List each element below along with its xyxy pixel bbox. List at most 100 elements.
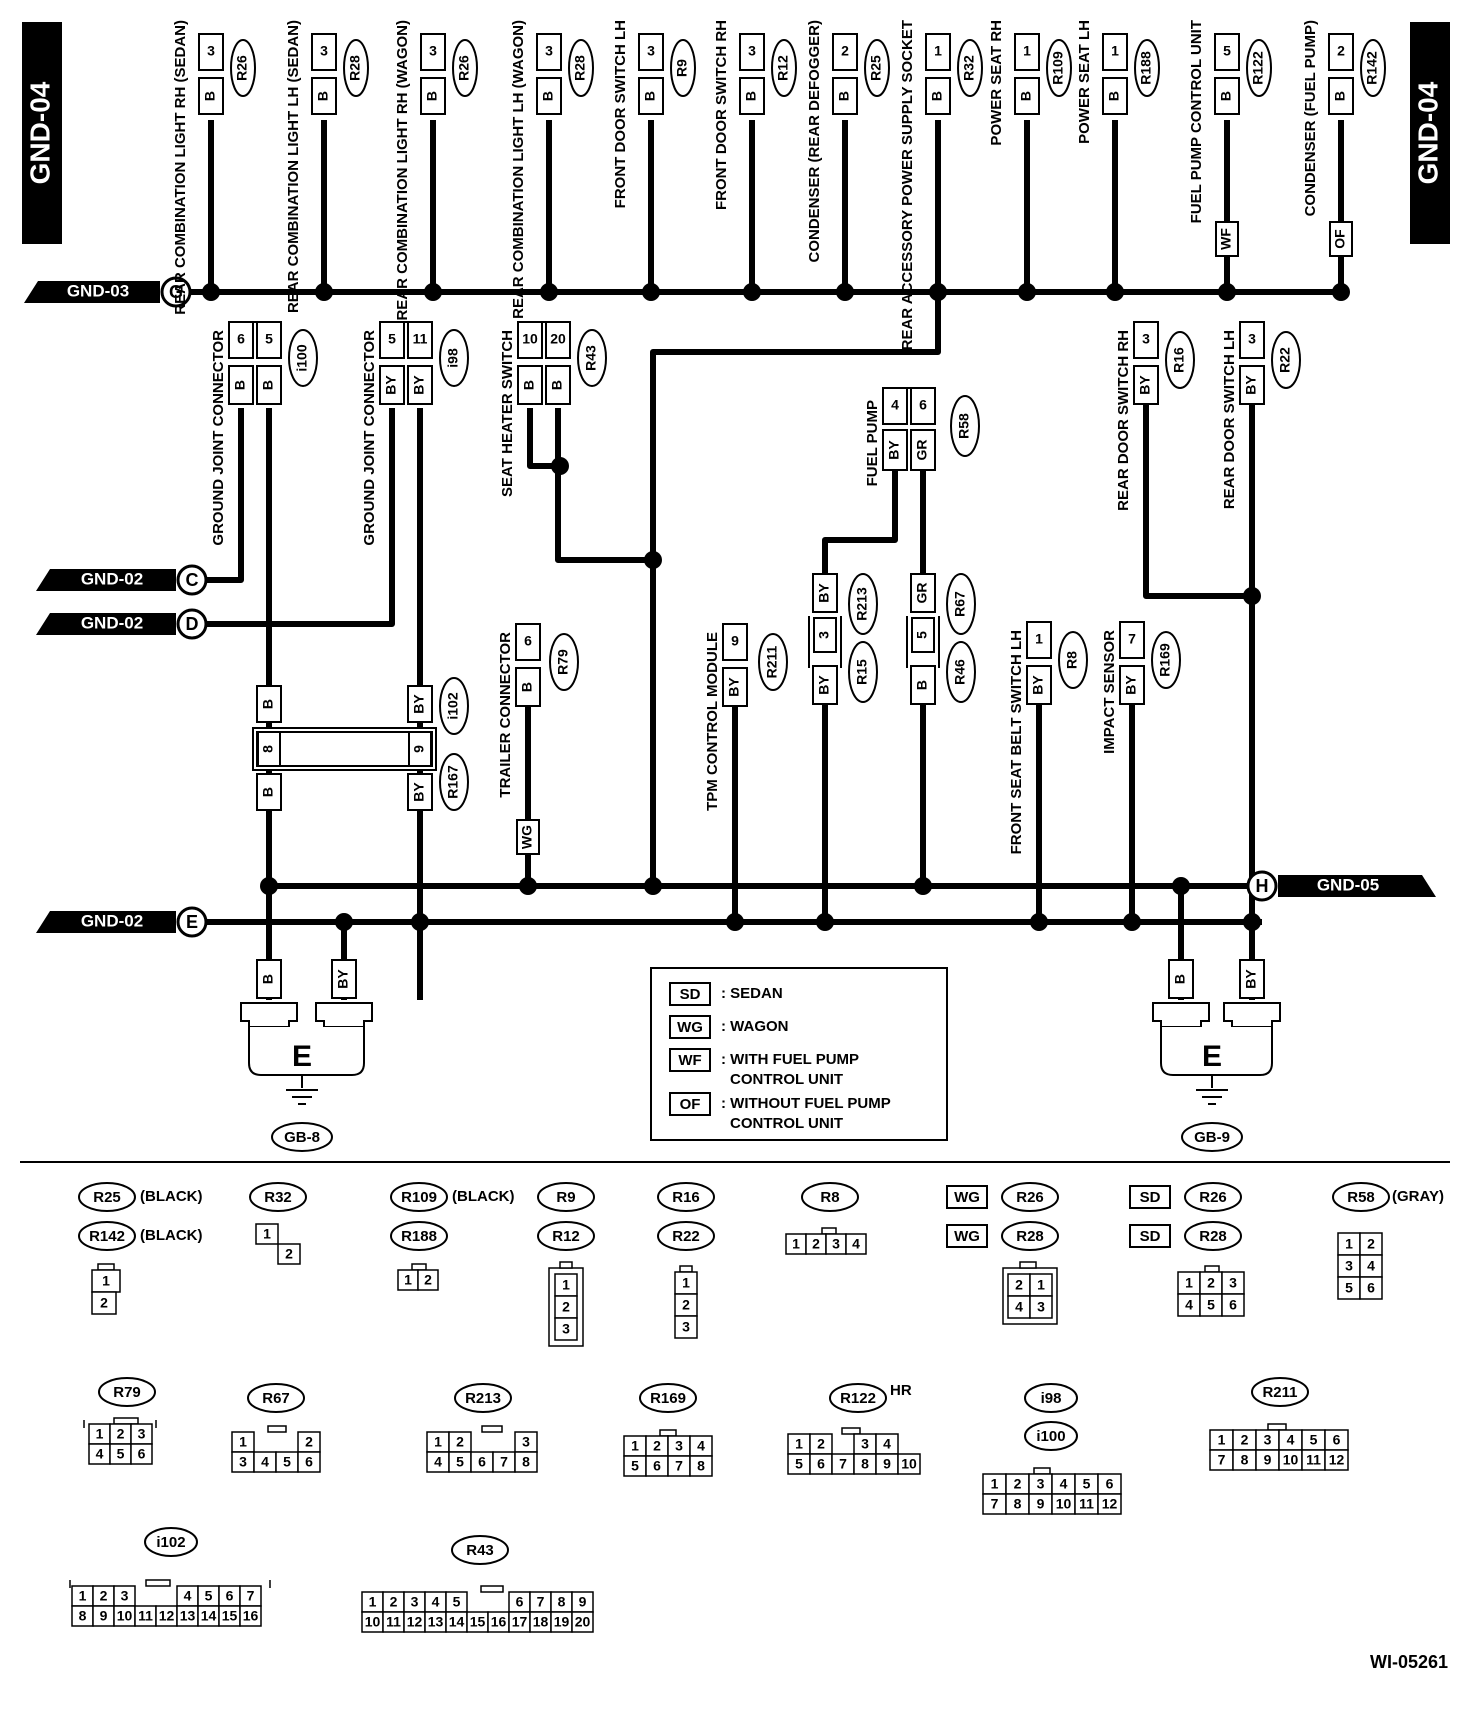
- pin-label: 20: [550, 331, 566, 347]
- view-pin-number: 3: [522, 1434, 530, 1450]
- view-pin-number: 6: [138, 1446, 146, 1462]
- view-pin-number: 4: [1015, 1299, 1023, 1315]
- view-pin-number: 13: [180, 1608, 196, 1624]
- view-pin-number: 19: [554, 1614, 570, 1630]
- view-pin-number: 2: [1241, 1432, 1249, 1448]
- wire-r58-4: [822, 470, 898, 574]
- view-connector-tag: [247, 1383, 305, 1413]
- view-connector-tag: [657, 1182, 715, 1212]
- view-variant-label: SD: [1140, 1228, 1161, 1245]
- flag-letter: C: [186, 570, 199, 590]
- component-name: GROUND JOINT CONNECTOR: [361, 330, 378, 546]
- connector-id: [1134, 39, 1160, 97]
- flag-label: GND-02: [81, 569, 143, 588]
- view-pin-number: 3: [832, 1236, 840, 1252]
- ground-point-tag: [271, 1122, 333, 1152]
- view-latch: [1204, 1265, 1220, 1273]
- view-pin-number: 18: [533, 1614, 549, 1630]
- view-note: (BLACK): [140, 1188, 202, 1205]
- connector-id: [577, 329, 607, 387]
- connector-id: [848, 573, 878, 635]
- variant-tag: [1215, 221, 1239, 257]
- view-note: (GRAY): [1392, 1188, 1444, 1205]
- junction-dot: [540, 283, 558, 301]
- pin-number: [722, 623, 748, 661]
- component-name: TPM CONTROL MODULE: [704, 632, 721, 811]
- component-name: IMPACT SENSOR: [1101, 630, 1118, 754]
- pin-number: [910, 387, 936, 425]
- wire-color: [1214, 77, 1240, 115]
- pin-label: 6: [524, 633, 532, 649]
- pin-label: 3: [816, 631, 832, 639]
- pin-label: 3: [545, 43, 553, 59]
- connector-id: [957, 39, 983, 97]
- variant-tag: [516, 819, 540, 855]
- view-pin-number: 3: [411, 1594, 419, 1610]
- connector-label: R26: [456, 55, 472, 81]
- connector-id: [950, 395, 980, 457]
- pin-label: 3: [647, 43, 655, 59]
- view-pin-number: 9: [1264, 1452, 1272, 1468]
- junction-dot: [411, 913, 429, 931]
- view-pin-number: 7: [500, 1454, 508, 1470]
- view-latch: [559, 1261, 573, 1269]
- view-pin-number: 7: [1218, 1452, 1226, 1468]
- wire-color: [256, 685, 282, 723]
- view-pin-number: 11: [138, 1608, 153, 1624]
- view-pin-number: 10: [365, 1614, 381, 1630]
- pin-label: 10: [522, 331, 538, 347]
- wire-color: [311, 77, 337, 115]
- view-pin-number: 9: [100, 1608, 108, 1624]
- pin-label: B: [1172, 974, 1188, 984]
- wire-color: [198, 77, 224, 115]
- view-pin-number: 2: [117, 1426, 125, 1442]
- pin-number: [1102, 33, 1128, 71]
- legend-swatch: [669, 1092, 711, 1116]
- view-variant-label: SD: [1140, 1189, 1161, 1206]
- connector-id: [439, 329, 469, 387]
- view-latch: [97, 1263, 115, 1271]
- pin-number: [379, 321, 405, 359]
- view-pin-cell: [239, 1605, 262, 1627]
- component-name: FUEL PUMP CONTROL UNIT: [1188, 20, 1205, 223]
- junction-dot: [642, 283, 660, 301]
- view-pin-number: 4: [96, 1446, 104, 1462]
- view-pin-number: 3: [1037, 1476, 1045, 1492]
- pin-label: B: [743, 91, 759, 101]
- view-pin-number: 7: [675, 1458, 683, 1474]
- view-connector-label: R142: [89, 1228, 125, 1245]
- pin-number: [536, 33, 562, 71]
- pin-label: 3: [1142, 331, 1150, 347]
- component-name: TRAILER CONNECTOR: [497, 632, 514, 798]
- view-variant-tag: [1129, 1185, 1171, 1209]
- view-connector-label: i100: [1036, 1428, 1065, 1445]
- wire-color: [1133, 365, 1159, 405]
- pin-label: 6: [237, 331, 245, 347]
- view-pin-number: 2: [285, 1246, 293, 1262]
- view-pin-cell: [897, 1453, 921, 1475]
- view-pin-number: 6: [1367, 1280, 1375, 1296]
- view-connector-label: R22: [672, 1228, 700, 1245]
- view-pin-number: 3: [1345, 1258, 1353, 1274]
- legend-abbr: OF: [680, 1096, 701, 1113]
- view-pin-number: 3: [1264, 1432, 1272, 1448]
- view-connector-label: R28: [1199, 1228, 1227, 1245]
- view-pin-number: 3: [1229, 1275, 1237, 1291]
- inline-shell: [808, 616, 842, 668]
- view-latch: [1267, 1423, 1287, 1431]
- view-latch: [113, 1417, 139, 1425]
- connector-id: [1151, 631, 1181, 689]
- junction-dot: [836, 283, 854, 301]
- junction-dot: [1218, 283, 1236, 301]
- view-connector-label: R12: [552, 1228, 580, 1245]
- view-connector-tag: [1001, 1182, 1059, 1212]
- view-connector-label: i98: [1041, 1390, 1062, 1407]
- pin-label: 7: [1128, 631, 1136, 647]
- legend-desc-line2: CONTROL UNIT: [730, 1071, 843, 1088]
- view-pin-number: 3: [682, 1319, 690, 1335]
- view-pin-number: 4: [1287, 1432, 1295, 1448]
- view-housing-ear: [69, 1580, 271, 1588]
- flag-letter-circle: [160, 276, 192, 308]
- pin-label: 3: [429, 43, 437, 59]
